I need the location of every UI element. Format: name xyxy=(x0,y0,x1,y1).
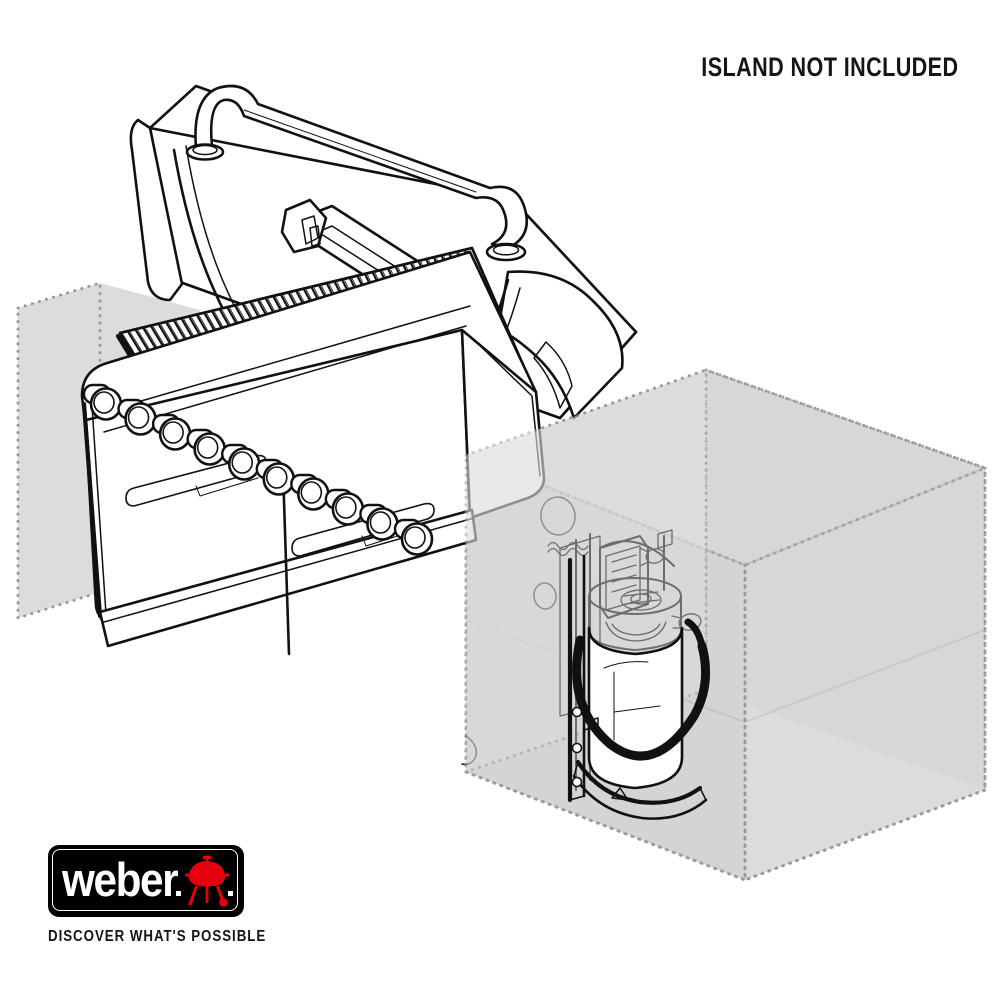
weber-tagline: DISCOVER WHAT'S POSSIBLE xyxy=(48,928,267,945)
lid-handle xyxy=(185,84,529,262)
wordmark-period xyxy=(176,891,181,896)
weber-logo: weber DISCOVER WHAT xyxy=(48,845,267,946)
gas-hose xyxy=(572,618,711,761)
tank-base-bracket xyxy=(572,759,708,820)
weber-wordmark: weber xyxy=(62,852,179,907)
control-knob[interactable] xyxy=(324,488,365,526)
kettle-period xyxy=(228,891,233,896)
island-not-included-notice: ISLAND NOT INCLUDED xyxy=(700,52,958,82)
control-knob[interactable] xyxy=(186,428,226,466)
control-knob[interactable] xyxy=(151,413,192,451)
weber-logo-plate: weber xyxy=(48,845,244,917)
tank-regulator xyxy=(599,529,675,619)
tank-mount-rail xyxy=(567,554,599,803)
control-knob[interactable] xyxy=(82,383,123,421)
propane-tank-assembly xyxy=(547,529,711,820)
control-knob[interactable] xyxy=(221,443,261,481)
island-front-edges xyxy=(464,368,987,882)
control-knob[interactable] xyxy=(359,503,399,541)
control-knob[interactable] xyxy=(393,518,434,556)
control-knob[interactable] xyxy=(290,473,330,511)
control-knob[interactable] xyxy=(255,458,296,496)
weber-kettle-icon xyxy=(185,855,229,907)
control-knob[interactable] xyxy=(117,398,157,436)
control-knobs[interactable] xyxy=(82,383,434,556)
logo-inner-border xyxy=(52,849,238,911)
